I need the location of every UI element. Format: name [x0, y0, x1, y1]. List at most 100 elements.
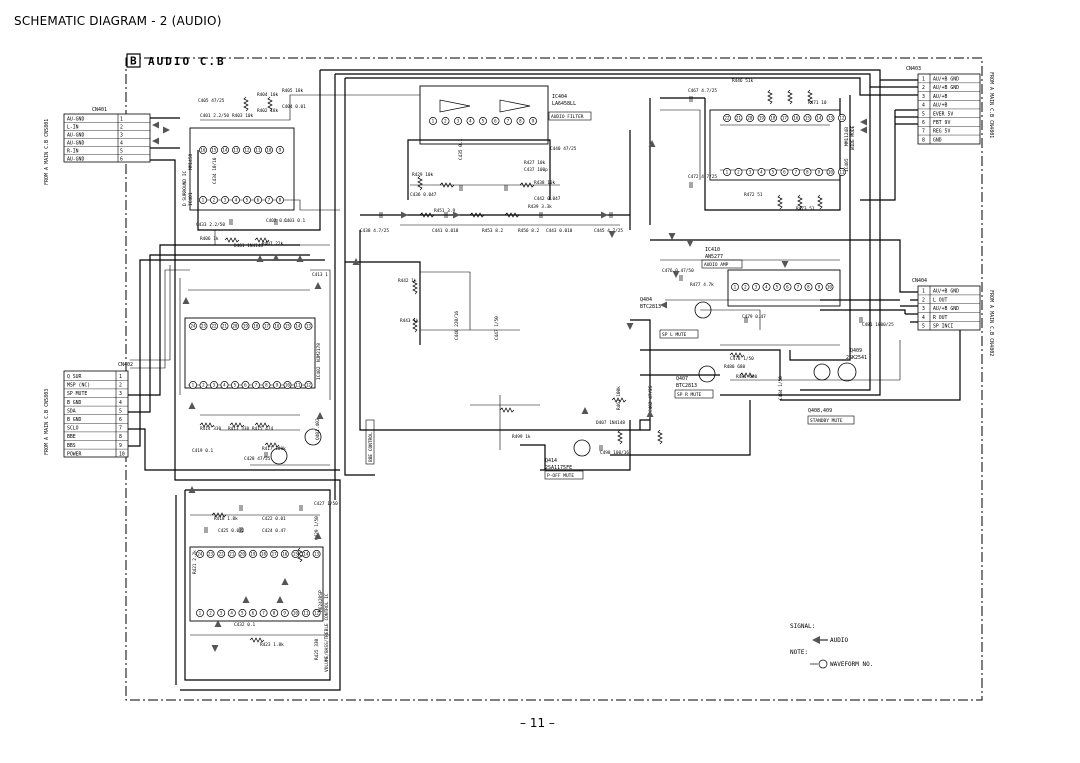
ic404-ref: IC404: [552, 94, 567, 100]
label-c428: C428 47/25: [244, 456, 271, 462]
legend-waveform: WAVEFORM NO.: [830, 661, 873, 668]
label-c443: C443 0.018: [546, 228, 573, 234]
ic404-pin-number-7: 7: [507, 119, 510, 124]
cn401-pin-2: 2: [120, 125, 123, 131]
svg-text:CN402: CN402: [118, 362, 133, 368]
ic401-pin-number-13: 13: [233, 148, 239, 153]
svg-text:CN403: CN403: [906, 66, 921, 72]
ic405-pin-number-15: 15: [805, 116, 811, 121]
ic405-pin-number-13: 13: [828, 116, 834, 121]
cn402-pin-3: 3: [119, 391, 122, 397]
ic410-part: AN5277: [705, 254, 723, 260]
ic401-pin-13: [232, 146, 240, 154]
ic401-pin-number-16: 16: [200, 148, 206, 153]
cn403-label-6: FBT 9V: [933, 120, 950, 126]
ic402-pin-10: [283, 381, 292, 389]
cn403-pin-3: 3: [922, 94, 925, 100]
signal-arrow-icon: [581, 407, 589, 414]
board-title: B AUDIO C.B: [126, 53, 224, 68]
standby-mute-label: STANDBY MUTE: [810, 418, 843, 424]
label-d401: D401 1N4148: [234, 243, 263, 249]
ic404-pin-1: [429, 117, 437, 125]
p-off-mute-label: P-OFF MUTE: [547, 473, 574, 479]
ic403-pin-10: [291, 609, 300, 617]
ic402-pin-number-22: 22: [211, 324, 217, 329]
cn402-pin-7: 7: [119, 426, 122, 432]
power-bus-wires: [128, 69, 961, 691]
ic403-pin-18: [259, 550, 268, 558]
signal-arrow-icon: [781, 261, 789, 268]
label-c447: C447 1/50: [494, 316, 500, 340]
ic404-pin-number-1: 1: [432, 119, 435, 124]
bbe-control-label: BBE CONTROL: [368, 432, 374, 462]
cn401-pin-6: 6: [120, 157, 123, 163]
ic402-pin-13: [304, 322, 313, 330]
resistor-symbol: [611, 397, 627, 403]
signal-arrow-icon: [182, 297, 190, 304]
cn404-label-3: AU/+B GND: [933, 306, 959, 312]
label-r406: R406 1k: [200, 236, 219, 242]
ic401-pin-number-15: 15: [211, 148, 217, 153]
ic405-pin-number-7: 7: [795, 170, 798, 175]
ic405-pin-number-14: 14: [816, 116, 822, 121]
ic401-pin-8: [276, 196, 284, 204]
capacitor-symbol: [204, 527, 208, 533]
cn402-label-10: POWER: [67, 451, 82, 457]
resistor-symbol: [419, 212, 435, 218]
label-c467: C467 4.7/25: [688, 88, 717, 94]
ic402-pin-8: [262, 381, 271, 389]
ic402-pin-number-4: 4: [223, 383, 226, 388]
cn401-label-3: AU-GND: [67, 133, 84, 139]
label-c427: C427 1/50: [314, 501, 338, 507]
cn402-from: FROM A MAIN C.B CN5803: [44, 389, 50, 455]
label-r415: R415 474: [252, 426, 274, 432]
label-r461: R461 100k: [616, 386, 622, 410]
ic403-pin-16: [280, 550, 289, 558]
connector-cn402: CN402 FROM A MAIN C.B CN5803 1Q SUR2MSP …: [44, 362, 133, 458]
cn404-label-4: R OUT: [933, 315, 948, 321]
cn403-pin-6: 6: [922, 120, 925, 126]
cn404-pin-3: 3: [922, 306, 925, 312]
ic405-pin-2: [734, 168, 743, 176]
signal-arrow-icon: [626, 323, 634, 330]
ic401-pin-number-1: 1: [202, 198, 205, 203]
ic405-pin-12: [838, 114, 846, 122]
ic404-pin-number-4: 4: [469, 119, 472, 124]
ic401-pin-number-9: 9: [279, 148, 282, 153]
resistor-symbol: [264, 442, 280, 448]
signal-arrows: [152, 118, 867, 652]
transistor-labels: Q401.402 BBE CONTROL Q404 BTC2813 SP L M…: [315, 297, 867, 480]
svg-text:CN401: CN401: [92, 107, 107, 113]
ic402-pin-number-23: 23: [201, 324, 207, 329]
page-number: – 11 –: [520, 716, 555, 730]
ic402-pin-14: [294, 322, 302, 330]
label-c432: C432 0.1: [234, 622, 256, 628]
ic405-pin-number-17: 17: [782, 116, 788, 121]
ic402-pin-3: [210, 381, 218, 389]
cn401-from: FROM A MAIN C.B CN5801: [44, 119, 50, 185]
ic410-pin-1: [731, 283, 739, 291]
ic405-pin-number-20: 20: [747, 116, 753, 121]
capacitor-symbol: [679, 275, 683, 281]
signal-arrow-icon: [276, 596, 284, 603]
ic405-pin-16: [792, 114, 800, 122]
label-c435: C435 0.1: [458, 138, 464, 160]
ic410-pin-number-4: 4: [765, 285, 768, 290]
ic402-pin-23: [199, 322, 208, 330]
ic404-pin-number-5: 5: [482, 119, 485, 124]
ic402-pin-number-10: 10: [285, 383, 291, 388]
ic402-pin-19: [241, 322, 250, 330]
ic401-pin-number-6: 6: [257, 198, 260, 203]
ic401-pin-12: [243, 146, 251, 154]
capacitor-symbol: [609, 212, 613, 218]
label-c479: C479 0.47: [742, 314, 766, 320]
label-c440: C440 47/25: [550, 146, 577, 152]
ic410-pin-number-6: 6: [786, 285, 789, 290]
ic405-pin-number-3: 3: [749, 170, 752, 175]
cn403-label-1: AU/+B GND: [933, 77, 959, 83]
ic402-pin-number-16: 16: [274, 324, 280, 329]
cn404-pin-2: 2: [922, 297, 925, 303]
capacitor-symbol: [859, 317, 863, 323]
passive-symbols: [199, 89, 863, 643]
label-r442: R442 1k: [398, 278, 417, 284]
